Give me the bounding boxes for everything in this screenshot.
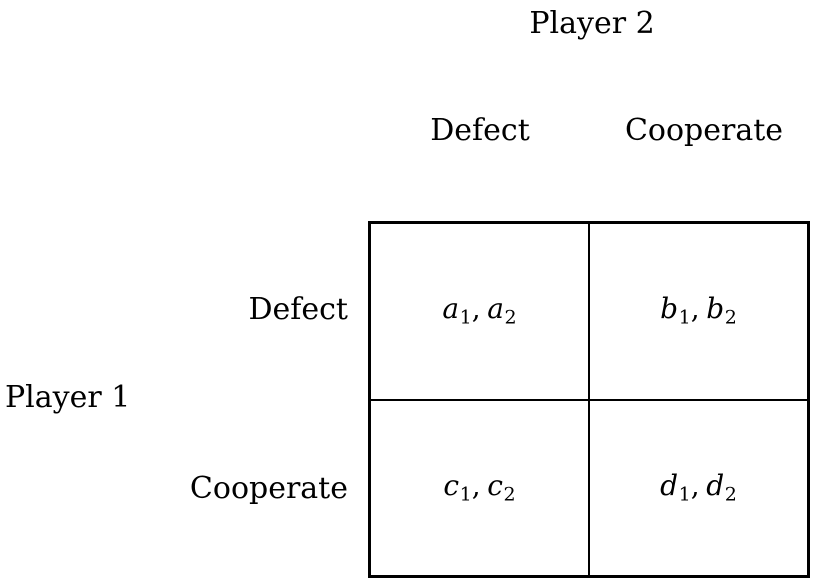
payoff-p1-sub: 1 [459, 482, 472, 505]
payoff-matrix-grid: a1,a2 b1,b2 c1,c2 d1,d2 [368, 221, 810, 578]
payoff-p1-sub: 1 [678, 306, 691, 329]
payoff-separator: , [690, 292, 701, 326]
payoff-p2-var: b [706, 292, 725, 326]
matrix-row: a1,a2 b1,b2 [371, 224, 807, 399]
payoff-p1-var: a [442, 292, 460, 326]
row-headers: Defect Cooperate [0, 221, 348, 578]
matrix-cell-cooperate-defect: c1,c2 [371, 401, 588, 576]
matrix-cell-defect-cooperate: b1,b2 [588, 224, 807, 399]
column-headers: Defect Cooperate [368, 110, 816, 152]
payoff-separator: , [471, 468, 482, 502]
payoff-p1-sub: 1 [678, 482, 691, 505]
column-header-defect: Defect [430, 113, 530, 148]
payoff-separator: , [690, 468, 701, 502]
column-player-label: Player 2 [529, 6, 655, 41]
payoff-pair: c1,c2 [443, 468, 516, 505]
payoff-p1-var: c [443, 468, 460, 502]
payoff-p2-var: c [487, 468, 504, 502]
payoff-separator: , [471, 292, 482, 326]
payoff-p1-var: d [660, 468, 679, 502]
column-header-cooperate: Cooperate [624, 113, 784, 148]
payoff-p2-sub: 2 [724, 482, 737, 505]
payoff-p2-sub: 2 [503, 482, 516, 505]
row-player-label: Player 1 [5, 380, 131, 415]
payoff-pair: b1,b2 [660, 295, 737, 327]
matrix-row: c1,c2 d1,d2 [371, 398, 807, 576]
payoff-p2-var: d [706, 468, 725, 502]
payoff-p2-sub: 2 [724, 306, 737, 329]
row-header-cooperate: Cooperate [189, 470, 348, 506]
payoff-pair: d1,d2 [660, 468, 737, 505]
payoff-p1-sub: 1 [459, 306, 472, 329]
payoff-p2-var: a [487, 292, 505, 326]
payoff-p2-sub: 2 [504, 306, 517, 329]
row-header-defect: Defect [248, 292, 348, 328]
payoff-p1-var: b [660, 292, 679, 326]
matrix-cell-cooperate-cooperate: d1,d2 [588, 400, 807, 575]
matrix-cell-defect-defect: a1,a2 [371, 224, 588, 399]
payoff-pair: a1,a2 [442, 295, 516, 327]
